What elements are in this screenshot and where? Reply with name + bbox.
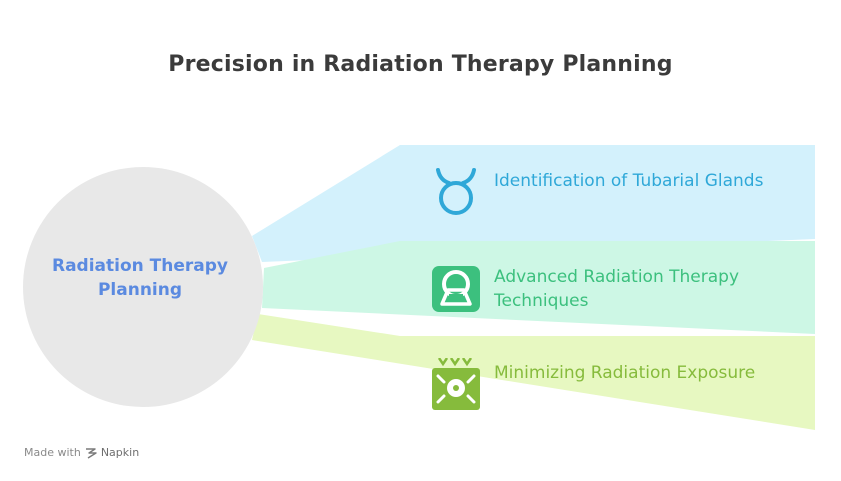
item-label-2: Advanced Radiation Therapy Techniques (494, 267, 740, 311)
band-2 (262, 241, 815, 334)
footer-brand: Napkin (100, 446, 140, 459)
diagram-title: Precision in Radiation Therapy Planning (168, 52, 673, 77)
item-label-1: Identification of Tubarial Glands (494, 171, 764, 191)
band-1 (252, 145, 815, 262)
taurus-icon (436, 168, 476, 215)
center-label: Radiation Therapy Planning (51, 256, 229, 300)
footer-prefix: Made with (24, 446, 81, 459)
radiation-machine-icon (432, 266, 480, 312)
shielding-icon (432, 358, 480, 410)
napkin-logo-icon (85, 447, 97, 459)
item-label-3: Minimizing Radiation Exposure (494, 363, 756, 383)
center-circle (23, 167, 263, 407)
band-3 (252, 314, 815, 430)
footer-attribution: Made with Napkin (24, 446, 139, 459)
